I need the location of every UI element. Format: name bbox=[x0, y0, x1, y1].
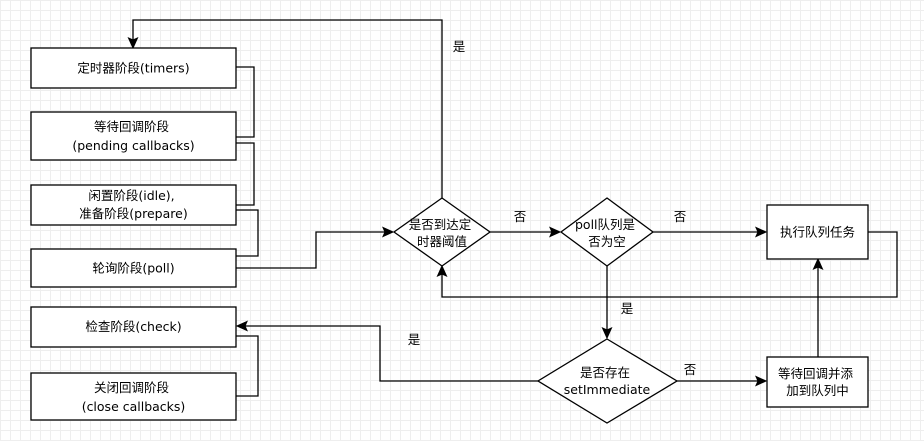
node-wait-callback-text: 等待回调并添 加到队列中 bbox=[778, 366, 857, 398]
edge-exec-to-threshold bbox=[441, 231, 898, 298]
phase-boxes: 定时器阶段(timers) 等待回调阶段 (pending callbacks)… bbox=[30, 47, 237, 421]
arrowhead-timers-in bbox=[127, 37, 139, 50]
decision-timer-threshold-text: 是否到达定 时器阈值 bbox=[409, 217, 476, 249]
node-timers-phase: 定时器阶段(timers) bbox=[30, 47, 237, 89]
arrowhead-poll-empty-in bbox=[549, 226, 562, 238]
decision-timer-threshold: 是否到达定 时器阈值 bbox=[392, 197, 492, 267]
edge-threshold-yes-to-timers bbox=[132, 19, 443, 198]
arrowhead-exec-in bbox=[755, 226, 768, 238]
arrowhead-immediate-in bbox=[601, 327, 613, 340]
label-threshold-yes: 是 bbox=[453, 39, 466, 54]
edge-labels: 是 否 否 是 是 否 bbox=[408, 39, 697, 377]
arrowhead-threshold-in bbox=[382, 226, 395, 238]
node-close-phase: 关闭回调阶段 (close callbacks) bbox=[30, 372, 237, 421]
edge-immediate-yes-to-check bbox=[244, 325, 538, 382]
node-pending-phase: 等待回调阶段 (pending callbacks) bbox=[30, 111, 237, 161]
edge-pending-to-idle bbox=[236, 142, 255, 206]
edge-poll-to-threshold bbox=[236, 231, 386, 269]
node-exec-queue: 执行队列任务 bbox=[766, 204, 869, 260]
action-boxes: 执行队列任务 等待回调并添 加到队列中 bbox=[766, 204, 869, 408]
arrowhead-wait-in bbox=[755, 375, 768, 387]
decision-set-immediate: 是否存在 setImmediate bbox=[536, 338, 679, 424]
node-close-text: 关闭回调阶段 (close callbacks) bbox=[82, 380, 186, 414]
arrowhead-check-in bbox=[235, 320, 248, 332]
arrowhead-exec-from-wait bbox=[812, 257, 824, 270]
decision-poll-empty: poll队列是 否为空 bbox=[559, 197, 655, 267]
node-pending-text: 等待回调阶段 (pending callbacks) bbox=[72, 119, 194, 153]
label-threshold-no: 否 bbox=[514, 209, 527, 224]
node-check-text: 检查阶段(check) bbox=[85, 319, 181, 334]
node-idle-text: 闲置阶段(idle), 准备阶段(prepare) bbox=[79, 188, 187, 221]
node-exec-queue-text: 执行队列任务 bbox=[780, 225, 855, 240]
node-idle-phase: 闲置阶段(idle), 准备阶段(prepare) bbox=[30, 184, 237, 226]
node-poll-phase: 轮询阶段(poll) bbox=[30, 248, 237, 288]
edge-idle-to-poll bbox=[236, 209, 259, 257]
edges bbox=[127, 19, 898, 397]
decisions: 是否到达定 时器阈值 poll队列是 否为空 是否存在 setImmediate bbox=[392, 197, 679, 424]
label-immediate-yes: 是 bbox=[408, 332, 421, 347]
arrowhead-threshold-loop bbox=[436, 264, 448, 277]
label-poll-not-empty: 否 bbox=[674, 209, 687, 224]
edge-timers-to-pending bbox=[236, 66, 255, 138]
label-poll-is-empty: 是 bbox=[621, 301, 634, 316]
node-wait-callback: 等待回调并添 加到队列中 bbox=[766, 356, 869, 408]
edge-check-to-close bbox=[236, 335, 259, 397]
node-timers-text: 定时器阶段(timers) bbox=[77, 61, 189, 76]
node-check-phase: 检查阶段(check) bbox=[30, 306, 237, 348]
decision-set-immediate-text: 是否存在 setImmediate bbox=[564, 365, 651, 397]
node-poll-text: 轮询阶段(poll) bbox=[92, 261, 174, 276]
decision-poll-empty-text: poll队列是 否为空 bbox=[575, 217, 639, 249]
label-immediate-no: 否 bbox=[684, 362, 697, 377]
